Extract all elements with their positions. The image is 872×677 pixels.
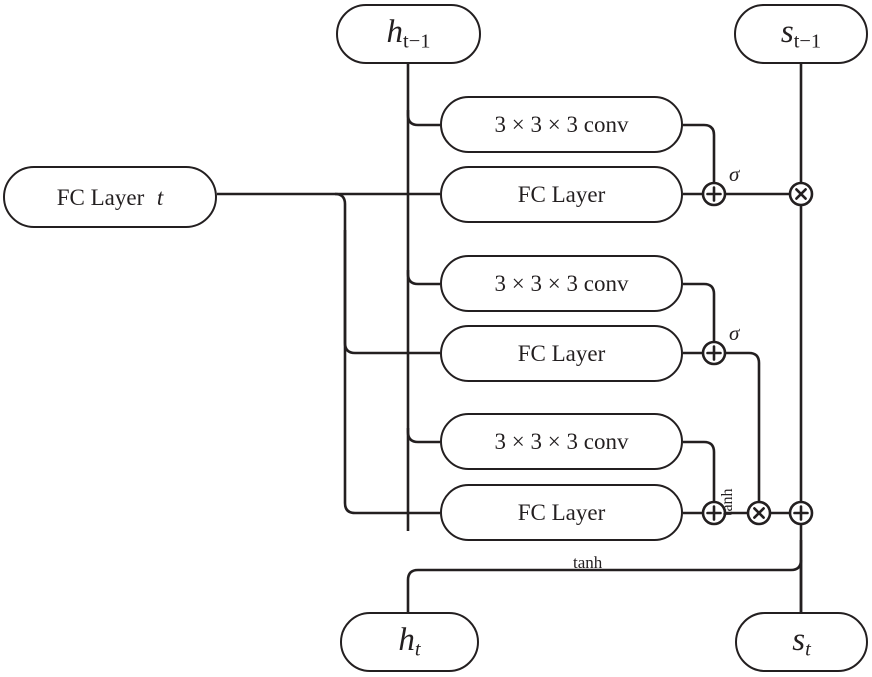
op-add-state: [788, 500, 814, 526]
node-s-prev[interactable]: st−1: [734, 4, 868, 64]
node-s-prev-label: st−1: [780, 13, 822, 53]
node-fc-1[interactable]: FC Layer: [440, 166, 683, 223]
label-sigma-2: σ: [729, 321, 740, 345]
wire-add2-to-mul-input: [725, 351, 761, 502]
node-h-out-label: ht: [398, 621, 421, 661]
op-add-gate-2: [701, 340, 727, 366]
label-tanh-vertical: tanh: [719, 488, 736, 516]
node-conv-3[interactable]: 3 × 3 × 3 conv: [440, 413, 683, 470]
node-fc-2[interactable]: FC Layer: [440, 325, 683, 382]
wire-conv1-to-add1: [683, 123, 716, 183]
wire-hprev-to-conv1: [406, 110, 440, 127]
wire-conv2-to-add2: [683, 282, 716, 342]
node-conv-3-label: 3 × 3 × 3 conv: [494, 429, 629, 454]
wire-tanh-feedback: [406, 559, 803, 612]
node-conv-2[interactable]: 3 × 3 × 3 conv: [440, 255, 683, 312]
wire-fct-bus-inner: [343, 230, 440, 355]
op-add-gate-1: [701, 181, 727, 207]
label-sigma-1: σ: [729, 162, 740, 186]
node-h-prev[interactable]: ht−1: [336, 4, 481, 64]
wire-hprev-to-conv3: [406, 428, 440, 444]
node-fc-3[interactable]: FC Layer: [440, 484, 683, 541]
node-conv-2-label: 3 × 3 × 3 conv: [494, 271, 629, 296]
label-tanh-horizontal: tanh: [573, 553, 603, 572]
op-multiply-input: [746, 500, 772, 526]
wire-conv3-to-add3: [683, 440, 716, 502]
op-add-gate-3: [701, 500, 727, 526]
node-s-out[interactable]: st: [735, 612, 868, 672]
node-fc-2-label: FC Layer: [517, 341, 606, 366]
node-conv-1[interactable]: 3 × 3 × 3 conv: [440, 96, 683, 153]
node-s-out-label: st: [792, 621, 811, 661]
node-fc-3-label: FC Layer: [517, 500, 606, 525]
node-h-prev-label: ht−1: [386, 13, 431, 53]
wire-hprev-to-conv2: [406, 270, 440, 286]
operator-glyphs: [701, 181, 814, 526]
node-h-out[interactable]: ht: [340, 612, 479, 672]
op-multiply-forget: [788, 181, 814, 207]
node-fc-1-label: FC Layer: [517, 182, 606, 207]
node-conv-1-label: 3 × 3 × 3 conv: [494, 112, 629, 137]
